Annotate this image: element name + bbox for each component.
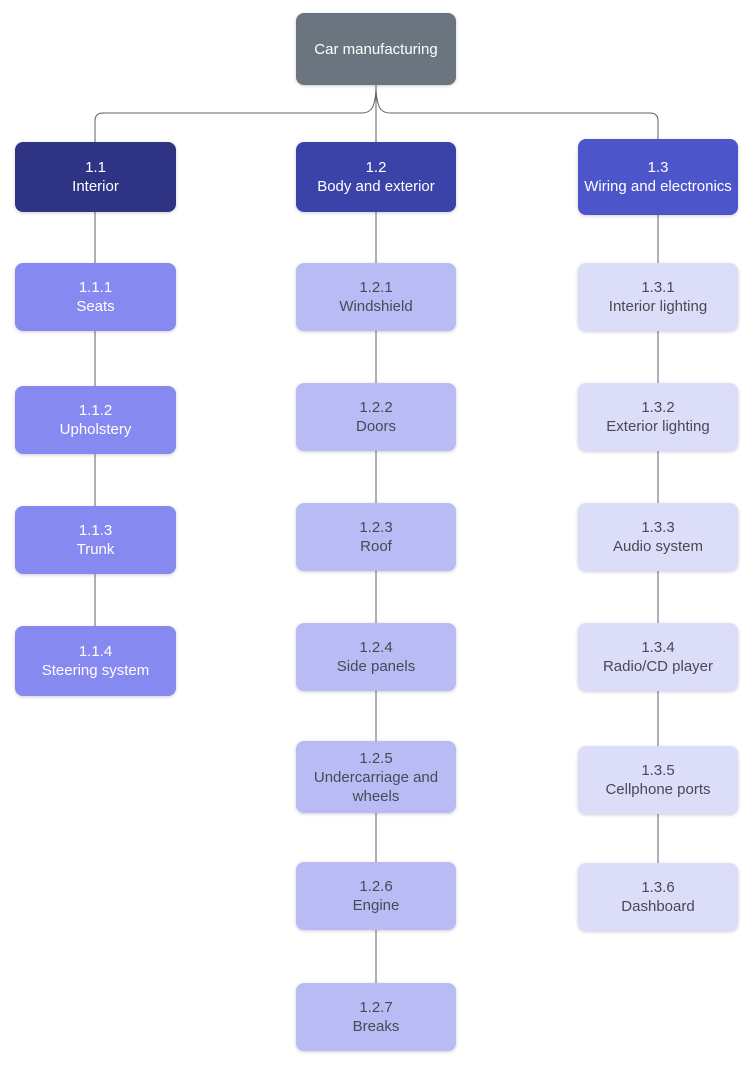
node-label: Car manufacturing: [314, 40, 438, 58]
node-label: Trunk: [76, 541, 115, 558]
node-label: Breaks: [352, 1018, 400, 1035]
node-code: 1.2.2: [359, 399, 393, 416]
node-label: Windshield: [339, 298, 413, 315]
node-code: 1.3.1: [641, 279, 675, 296]
node-label: Side panels: [336, 658, 416, 675]
node-code: 1.3: [647, 159, 669, 176]
node-code: 1.1.4: [78, 643, 113, 660]
node-label: Audio system: [612, 538, 704, 555]
node-code: 1.2.6: [359, 878, 393, 895]
node-label: Cellphone ports: [605, 781, 711, 798]
node-label: Doors: [355, 418, 396, 435]
node-code: 1.1.3: [78, 522, 113, 539]
node-code: 1.1.2: [78, 402, 113, 419]
node-label: Exterior lighting: [606, 418, 710, 435]
node-code: 1.2.1: [359, 279, 393, 296]
node-label: Roof: [360, 538, 392, 555]
node-label: Steering system: [41, 662, 150, 679]
node-code: 1.3.2: [641, 399, 675, 416]
node-label: Upholstery: [59, 421, 132, 438]
node-code: 1.3.5: [641, 762, 675, 779]
node-code: 1.3.3: [641, 519, 675, 536]
node-code: 1.3.4: [641, 639, 675, 656]
node-label: Interior: [72, 178, 119, 195]
node-label: Interior lighting: [608, 298, 708, 315]
node-label: Engine: [352, 897, 400, 914]
connector-line: [94, 84, 377, 142]
connector-line: [375, 84, 659, 139]
node-code: 1.2.7: [359, 999, 393, 1016]
node-label: Dashboard: [621, 898, 695, 915]
node-label: Radio/CD player: [602, 658, 714, 675]
node-code: 1.1.1: [78, 279, 113, 296]
node-code: 1.2: [365, 159, 387, 176]
node-label: Wiring and electronics: [584, 178, 732, 195]
node-code: 1.2.3: [359, 519, 393, 536]
node-label: Undercarriage and wheels: [313, 768, 439, 805]
node-code: 1.2.5: [359, 749, 393, 767]
node-label: Seats: [76, 298, 115, 315]
node-label: Body and exterior: [317, 178, 435, 195]
node-code: 1.2.4: [359, 639, 393, 656]
node-code: 1.3.6: [641, 879, 675, 896]
wbs-node-root[interactable]: Car manufacturing: [296, 13, 456, 85]
node-code: 1.1: [85, 159, 106, 176]
